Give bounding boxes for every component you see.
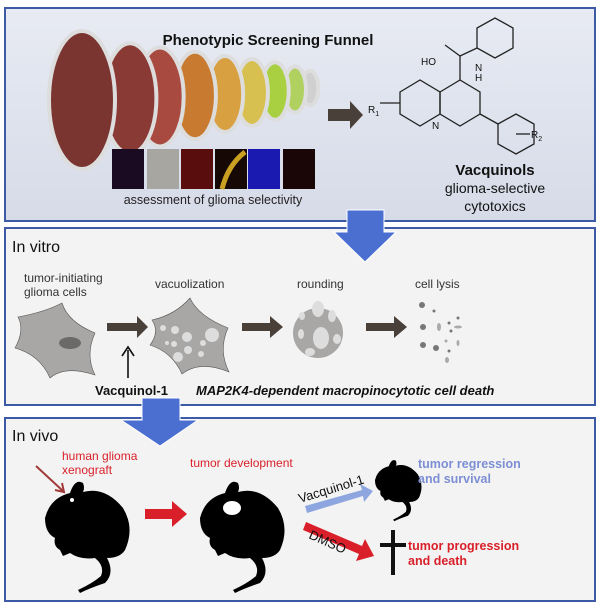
red-arrow-icon xyxy=(145,501,187,527)
in-vitro-panel: In vitro tumor-initiating glioma cells v… xyxy=(4,220,596,406)
down-arrow-icon xyxy=(119,397,200,447)
cell-nucleus xyxy=(59,337,81,349)
in-vitro-heading: In vitro xyxy=(12,239,60,256)
structure-n-top: N xyxy=(475,63,482,74)
xenograft-label-2: xenograft xyxy=(62,463,113,477)
screening-disc xyxy=(47,29,117,171)
down-arrow-icon xyxy=(332,209,398,263)
outcome-bad-label-2: and death xyxy=(408,554,467,568)
xenograft-label: human glioma xyxy=(62,449,138,463)
outcome-good-label: tumor regression xyxy=(418,457,521,471)
stage-2-label: vacuolization xyxy=(155,277,224,291)
structure-ho: HO xyxy=(421,57,436,68)
vacquinol-structure xyxy=(380,17,535,155)
structure-n-ring: N xyxy=(432,121,439,132)
vacuolized-cell xyxy=(149,297,230,375)
injection-arrow-icon xyxy=(35,465,66,494)
mouse-tumor xyxy=(200,481,285,593)
mouse-icon xyxy=(375,460,422,522)
treatment-label: Vacquinol-1 xyxy=(95,383,168,398)
up-arrow-icon xyxy=(121,345,135,378)
in-vivo-panel: In vivo human glioma xenograft tumor dev… xyxy=(4,404,596,602)
compound-desc-1: glioma-selective xyxy=(445,180,546,196)
blue-arrow-icon xyxy=(305,484,373,513)
screening-panel: Phenotypic Screening Funnel assessment o… xyxy=(4,7,596,222)
glioma-cell xyxy=(14,302,96,379)
cell-lysis-debris xyxy=(419,302,462,363)
mouse-xenograft xyxy=(45,481,130,593)
outcome-bad-label: tumor progression xyxy=(408,539,519,553)
arrow-icon xyxy=(242,316,283,338)
compound-name: Vacquinols xyxy=(455,162,534,179)
red-arrow-icon xyxy=(303,522,374,561)
dark-arrow-icon xyxy=(328,101,363,129)
rounded-cell xyxy=(293,301,343,358)
tumor-spot xyxy=(223,501,241,515)
structure-h: H xyxy=(475,73,482,84)
stage-3-label: rounding xyxy=(297,277,344,291)
development-label: tumor development xyxy=(190,456,293,470)
images-caption: assessment of glioma selectivity xyxy=(124,193,303,207)
mouse-icon xyxy=(45,481,130,593)
mouse-survival xyxy=(375,460,422,522)
mouse-icon xyxy=(200,481,285,593)
compound-desc-2: cytotoxics xyxy=(464,198,525,214)
screening-funnel-discs xyxy=(47,29,321,171)
arrow-icon xyxy=(366,316,407,338)
funnel-title: Phenotypic Screening Funnel xyxy=(163,32,374,49)
in-vivo-heading: In vivo xyxy=(12,428,58,445)
tumor-spot xyxy=(70,498,74,502)
microscopy-images xyxy=(112,149,315,190)
outcome-good-label-2: and survival xyxy=(418,472,491,486)
structure-r1: R1 xyxy=(368,105,379,118)
arrow-icon xyxy=(107,316,148,338)
structure-r2: R2 xyxy=(531,130,542,143)
cross-icon xyxy=(380,530,406,575)
stage-1-label: tumor-initiating xyxy=(24,271,103,285)
mechanism-label: MAP2K4-dependent macropinocytotic cell d… xyxy=(196,383,494,398)
stage-4-label: cell lysis xyxy=(415,277,460,291)
stage-1-label-2: glioma cells xyxy=(24,285,87,299)
